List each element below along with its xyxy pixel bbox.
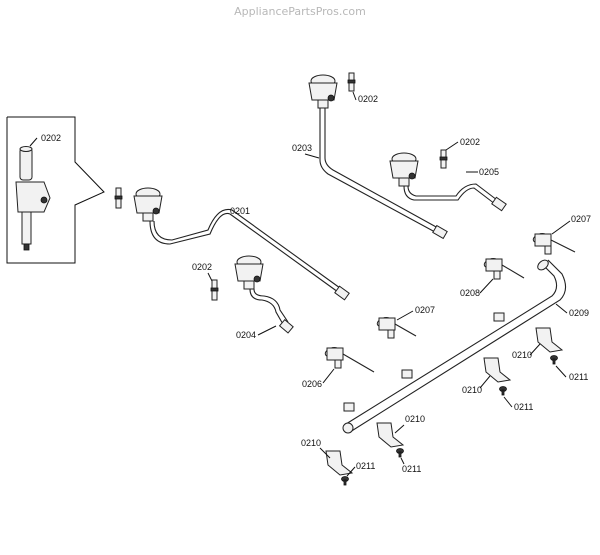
label-0202-top: 0202 (358, 94, 378, 104)
label-0211-b: 0211 (514, 402, 533, 412)
label-0210-a: 0210 (512, 350, 532, 360)
detail-inset: 0202 (6, 116, 105, 264)
label-0204: 0204 (236, 330, 256, 340)
label-0207-top: 0207 (571, 214, 591, 224)
screw-0211-c (396, 448, 404, 458)
valve-0207-top (532, 233, 576, 255)
bracket-0210-a (535, 327, 564, 353)
label-0210-d: 0210 (301, 438, 321, 448)
manifold-0209 (342, 259, 567, 434)
label-0210-c: 0210 (405, 414, 425, 424)
pipe-0205 (403, 185, 496, 205)
valve-0206 (324, 347, 375, 373)
pipe-0201 (149, 212, 339, 293)
bracket-0210-c (376, 422, 405, 448)
screw-0211-d (341, 476, 349, 486)
valve-top (308, 74, 338, 109)
screw-0211-b (499, 386, 507, 396)
label-0203: 0203 (292, 143, 312, 153)
thermocouple-0202-left (114, 187, 123, 209)
label-0205: 0205 (479, 167, 499, 177)
valve-0207-middle (376, 317, 417, 339)
thermocouple-0202-top (347, 72, 356, 92)
thermocouple-detail (15, 146, 51, 251)
valve-0208 (483, 258, 525, 280)
valve-left (133, 187, 163, 222)
label-0209: 0209 (569, 308, 589, 318)
pipe-0203 (319, 108, 436, 233)
label-0206: 0206 (302, 379, 322, 389)
label-0202-detail: 0202 (41, 133, 61, 143)
watermark: AppliancePartsPros.com (234, 5, 366, 18)
label-0208: 0208 (460, 288, 480, 298)
valve-right (389, 152, 419, 187)
label-0211-a: 0211 (569, 372, 588, 382)
label-0202-middle: 0202 (192, 262, 212, 272)
label-0207-middle: 0207 (415, 305, 435, 315)
screw-0211-a (550, 355, 558, 365)
label-0202-right: 0202 (460, 137, 480, 147)
bracket-0210-b (483, 357, 512, 383)
thermocouple-0202-middle (210, 279, 219, 301)
thermocouple-0202-right (439, 149, 448, 169)
label-0201: 0201 (230, 206, 250, 216)
valve-middle (234, 255, 264, 290)
pipe-0204 (249, 288, 285, 327)
label-0211-d: 0211 (356, 461, 375, 471)
label-0210-b: 0210 (462, 385, 482, 395)
label-0211-c: 0211 (402, 464, 421, 474)
bracket-0210-d (325, 450, 354, 476)
